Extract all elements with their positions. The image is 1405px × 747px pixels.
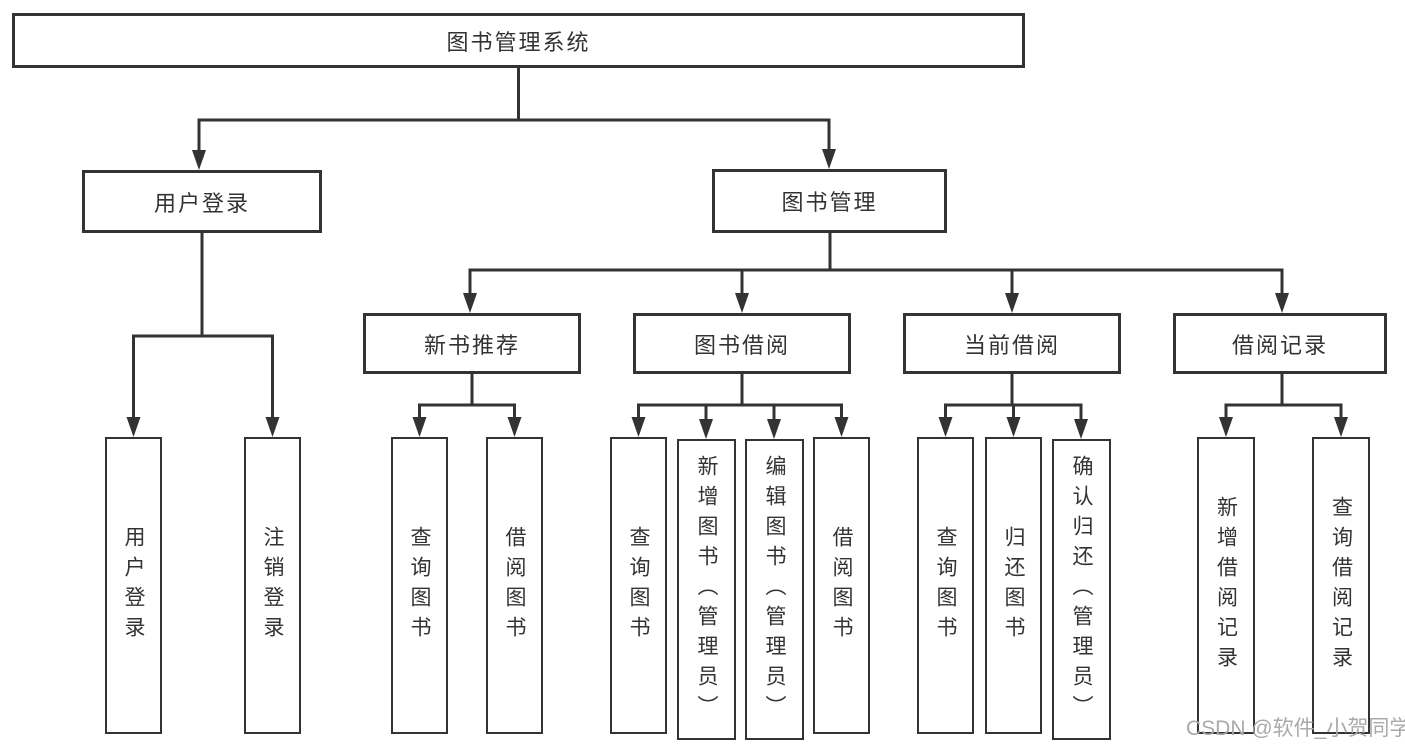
node-user-login: 用户登录 xyxy=(82,170,322,233)
leaf-borrow-books: 借阅图书 xyxy=(813,437,870,734)
leaf-user-login: 用户登录 xyxy=(105,437,162,734)
leaf-return-book: 归还图书 xyxy=(985,437,1042,734)
leaf-query-books-recommend: 查询图书 xyxy=(391,437,448,734)
leaf-add-book-admin: 新增图书（管理员） xyxy=(677,439,736,740)
leaf-add-borrow-record: 新增借阅记录 xyxy=(1197,437,1255,734)
leaf-query-books-borrow: 查询图书 xyxy=(610,437,667,734)
leaf-confirm-return-admin: 确认归还（管理员） xyxy=(1052,439,1111,740)
node-borrow-records: 借阅记录 xyxy=(1173,313,1387,374)
node-root: 图书管理系统 xyxy=(12,13,1025,68)
leaf-query-borrow-record: 查询借阅记录 xyxy=(1312,437,1370,734)
node-book-borrow: 图书借阅 xyxy=(633,313,851,374)
leaf-logout: 注销登录 xyxy=(244,437,301,734)
leaf-borrow-books-recommend: 借阅图书 xyxy=(486,437,543,734)
leaf-edit-book-admin: 编辑图书（管理员） xyxy=(745,439,804,740)
node-book-management: 图书管理 xyxy=(712,169,947,233)
node-current-borrow: 当前借阅 xyxy=(903,313,1121,374)
leaf-query-books-current: 查询图书 xyxy=(917,437,974,734)
node-new-book-recommend: 新书推荐 xyxy=(363,313,581,374)
